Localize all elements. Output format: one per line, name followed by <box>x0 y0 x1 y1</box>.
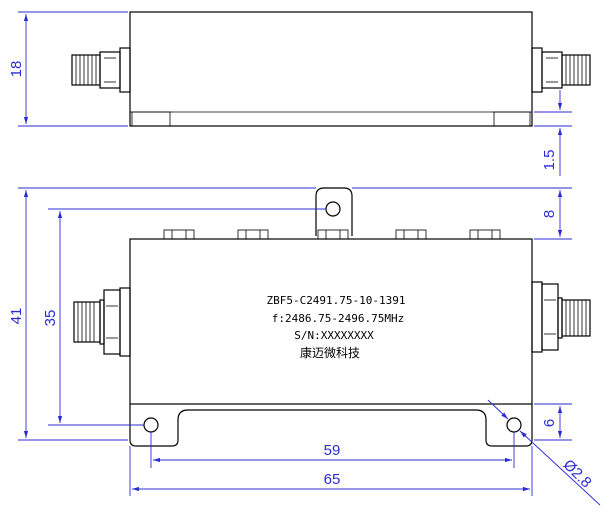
bottom-flange <box>129 404 533 447</box>
front-view: ZBF5-C2491.75-10-1391 f:2486.75-2496.75M… <box>8 187 601 506</box>
dim-text-overall-width: 65 <box>324 471 341 488</box>
top-view-foot-left <box>131 111 171 127</box>
label-maker: 康迈微科技 <box>300 345 360 360</box>
mounting-hole-right <box>506 417 522 433</box>
front-left-sma-connector <box>73 287 131 357</box>
dim-text-hole-spacing: 59 <box>324 442 341 459</box>
label-frequency: f:2486.75-2496.75MHz <box>272 312 404 325</box>
top-view-body <box>129 11 533 127</box>
dim-tab-bottom: 6 <box>534 403 572 441</box>
top-left-sma-connector <box>71 47 131 93</box>
label-serial: S/N:XXXXXXXX <box>294 329 374 342</box>
dim-text-overall-height: 41 <box>8 308 25 325</box>
dim-text-top-height: 18 <box>8 61 25 78</box>
dim-text-hole-height: 35 <box>42 310 59 327</box>
dim-hole-spacing: 59 <box>150 432 515 468</box>
mounting-tab-top <box>315 187 353 236</box>
top-view: 18 1.5 <box>8 11 591 176</box>
dim-offset: 1.5 <box>534 90 572 176</box>
dim-top-height: 18 <box>8 11 128 127</box>
top-view-foot-right <box>493 111 531 127</box>
front-right-sma-connector <box>531 281 591 353</box>
dim-hole-height: 35 <box>42 208 326 426</box>
dim-text-offset: 1.5 <box>541 150 558 171</box>
dim-tab-top: 8 <box>352 187 572 240</box>
mounting-hole-left <box>143 417 159 433</box>
dim-overall-width: 65 <box>129 446 533 496</box>
dim-overall-height: 41 <box>8 187 316 441</box>
dim-text-hole-diameter: Ø2.8 <box>560 456 595 491</box>
label-model: ZBF5-C2491.75-10-1391 <box>266 294 405 307</box>
top-right-sma-connector <box>531 47 591 93</box>
product-label: ZBF5-C2491.75-10-1391 f:2486.75-2496.75M… <box>266 294 405 360</box>
dim-text-tab-bottom: 6 <box>541 419 558 427</box>
top-screws <box>163 229 501 240</box>
mounting-hole-top <box>325 201 341 217</box>
dim-text-tab-top: 8 <box>541 210 558 218</box>
